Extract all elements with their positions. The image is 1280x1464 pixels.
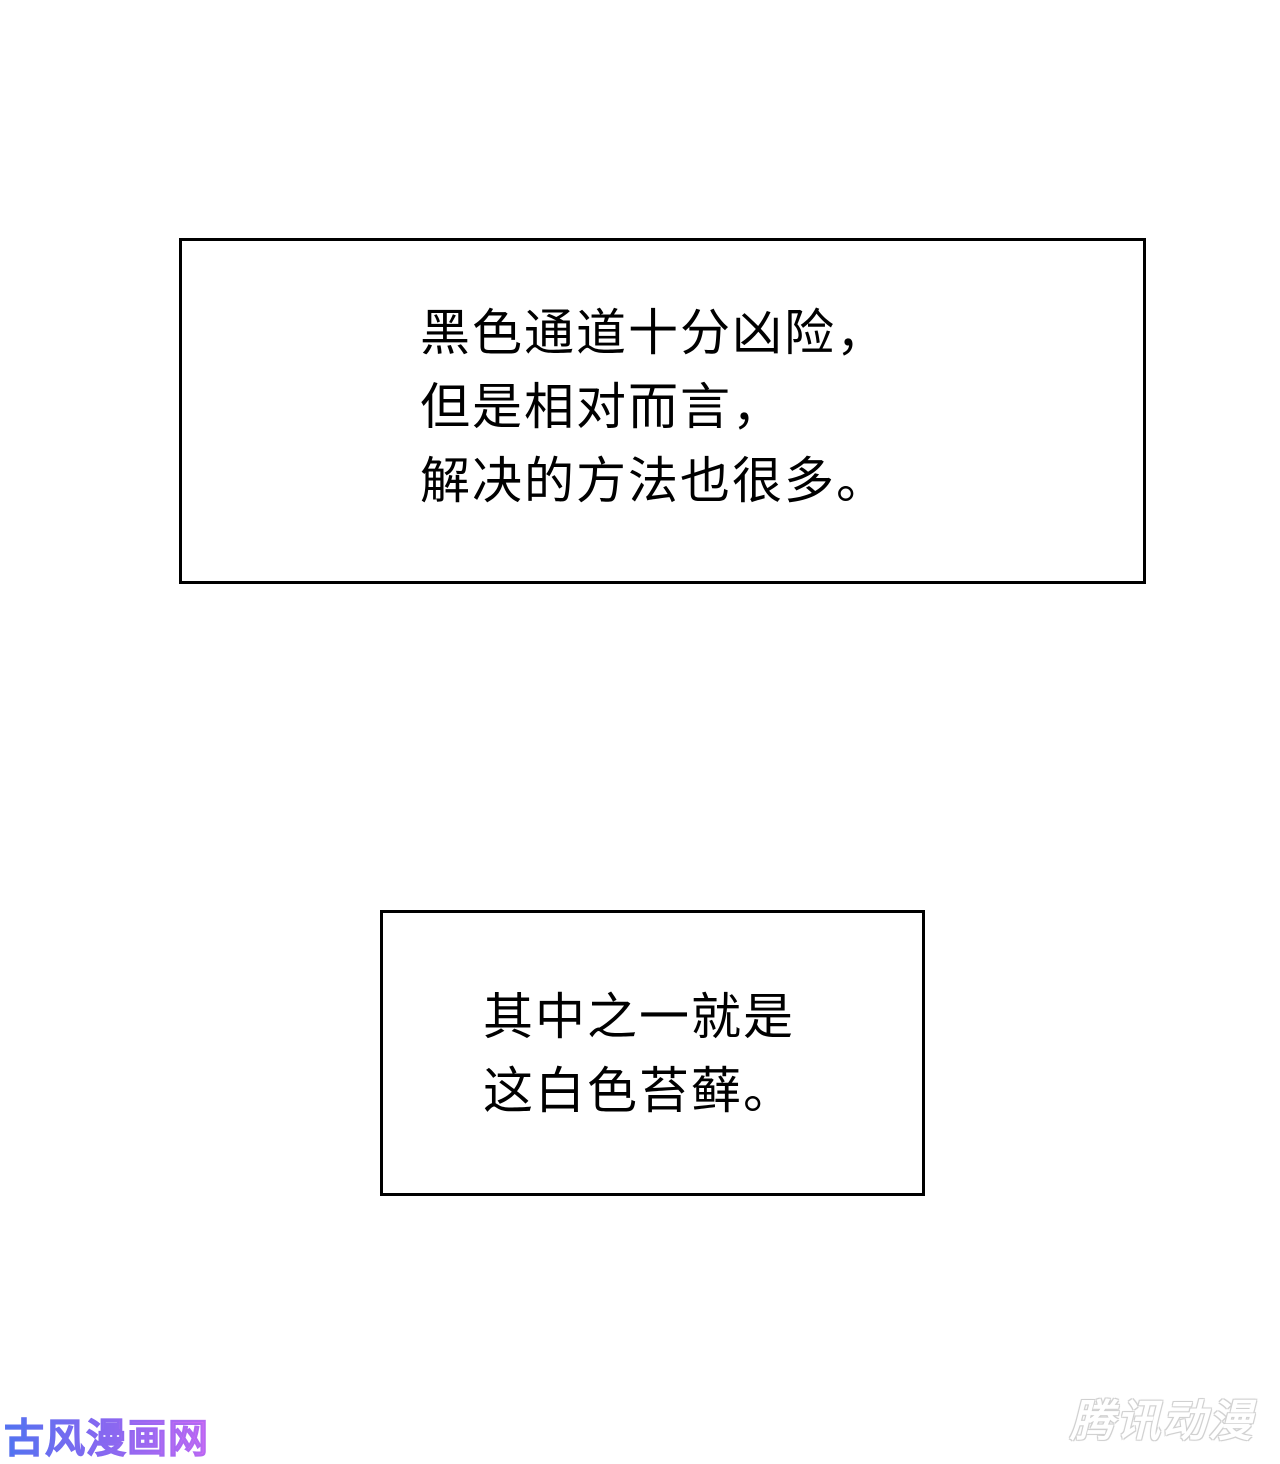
caption-box-1: 黑色通道十分凶险， 但是相对而言， 解决的方法也很多。 [179,238,1146,584]
caption-box-2: 其中之一就是 这白色苔藓。 [380,910,925,1196]
caption-text-1: 黑色通道十分凶险， 但是相对而言， 解决的方法也很多。 [420,296,888,518]
caption-line: 这白色苔藓。 [483,1062,795,1120]
caption-line: 解决的方法也很多。 [420,452,888,510]
caption-line: 黑色通道十分凶险， [420,304,888,362]
caption-text-2: 其中之一就是 这白色苔藓。 [483,980,795,1128]
caption-line: 但是相对而言， [420,378,784,436]
caption-line: 其中之一就是 [483,988,795,1046]
watermark-publisher-logo: 腾讯动漫 [1070,1396,1254,1447]
watermark-site-logo: 古风漫画网 [4,1406,209,1464]
